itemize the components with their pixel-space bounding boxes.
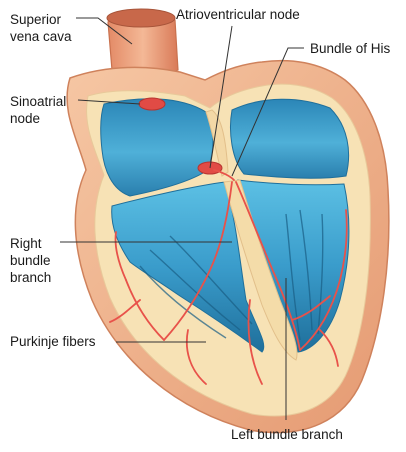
label-bundle-of-his: Bundle of His: [310, 40, 390, 57]
label-sinoatrial-node-line1: Sinoatrial: [10, 93, 66, 110]
sinoatrial-node: [139, 98, 165, 110]
vena-cava-opening: [107, 9, 175, 27]
label-superior-vena-cava: Superior vena cava: [10, 11, 72, 45]
label-right-bundle-branch-line3: branch: [10, 269, 51, 286]
label-superior-vena-cava-line1: Superior: [10, 11, 72, 28]
label-purkinje-fibers: Purkinje fibers: [10, 333, 96, 350]
label-left-bundle-branch: Left bundle branch: [231, 426, 343, 443]
label-right-bundle-branch-line2: bundle: [10, 252, 51, 269]
label-right-bundle-branch-line1: Right: [10, 235, 51, 252]
label-sinoatrial-node: Sinoatrial node: [10, 93, 66, 127]
label-superior-vena-cava-line2: vena cava: [10, 28, 72, 45]
label-atrioventricular-node: Atrioventricular node: [176, 6, 300, 23]
label-right-bundle-branch: Right bundle branch: [10, 235, 51, 286]
label-sinoatrial-node-line2: node: [10, 110, 66, 127]
